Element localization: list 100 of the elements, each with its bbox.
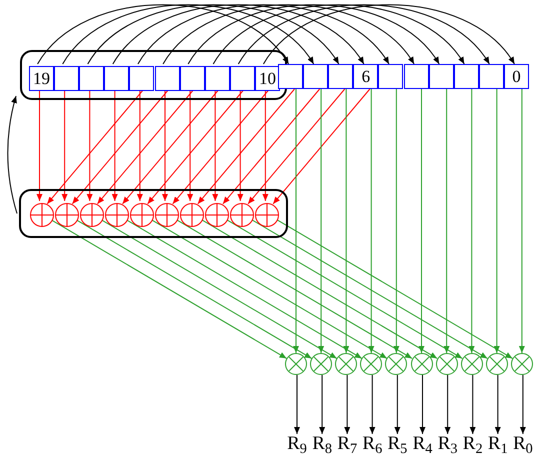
output-label-text: R$_{0}$: [512, 434, 533, 453]
arrow: [262, 88, 268, 202]
output-label-text: R$_{8}$: [312, 434, 332, 453]
arrow: [444, 88, 450, 354]
register-cell: [303, 64, 328, 89]
arrow: [237, 88, 244, 202]
output-label-text: R$_{2}$: [462, 434, 483, 453]
arrow: [112, 88, 118, 202]
register-cell: [278, 64, 304, 89]
output-label-text: R$_{6}$: [362, 434, 382, 453]
register-cell: [353, 64, 378, 89]
register-cell: [230, 66, 255, 91]
curved-arrow: [212, 4, 465, 64]
arrow: [250, 218, 488, 359]
multiplier-symbol: [360, 353, 382, 375]
rounded-frame: [19, 189, 288, 238]
arrow: [136, 88, 143, 202]
arrow: [494, 88, 500, 354]
register-cell: [454, 64, 479, 89]
output-label-text: R$_{3}$: [438, 434, 458, 453]
register-cell: [204, 66, 230, 91]
curved-arrow: [238, 4, 490, 64]
xor-symbol: [155, 203, 179, 227]
register-cell: [29, 66, 54, 91]
multiplier-symbol: [335, 353, 358, 375]
curved-arrow: [62, 4, 314, 64]
xor-symbol: [104, 203, 129, 227]
xor-symbol: [30, 203, 54, 227]
arrow: [248, 88, 346, 204]
arrow: [212, 88, 218, 202]
arrow: [147, 88, 245, 204]
multiplier-symbol: [510, 353, 533, 375]
multiplier-symbol: [410, 353, 432, 375]
arrow: [494, 374, 501, 434]
output-label-text: R$_{5}$: [387, 434, 408, 453]
arrow: [197, 88, 296, 204]
multiplier-symbol: [486, 353, 508, 375]
curved-arrow: [137, 4, 390, 64]
arrow: [72, 88, 170, 204]
arrow: [520, 374, 526, 434]
multiplier-symbol: [385, 353, 408, 375]
arrow: [222, 88, 320, 204]
arrow: [344, 374, 350, 434]
cell-number: 0: [512, 68, 521, 85]
xor-symbol: [54, 203, 79, 227]
register-cell: [54, 66, 80, 91]
arrow: [294, 374, 300, 434]
output-label-text: R$_{4}$: [412, 434, 432, 453]
register-cell: [404, 64, 429, 89]
arrow: [36, 88, 42, 202]
curved-arrow: [37, 4, 290, 64]
xor-symbol: [80, 203, 104, 227]
cell-number: 19: [33, 70, 50, 87]
curved-arrow: [188, 4, 440, 64]
curved-arrow: [87, 4, 340, 64]
cell-number: 10: [258, 70, 276, 87]
register-cell: [328, 64, 354, 89]
register-cell: [154, 66, 180, 91]
arrow: [293, 88, 299, 354]
arrow: [46, 88, 144, 204]
curved-arrow: [162, 4, 415, 64]
arrow: [187, 88, 194, 202]
register-cell: [104, 66, 130, 91]
arrow: [394, 374, 400, 434]
register-cell: [254, 66, 280, 91]
register-cell: [478, 64, 504, 89]
arrow: [444, 374, 451, 434]
register-cell: [378, 64, 404, 89]
register-cell: [129, 66, 154, 91]
xor-symbol: [130, 203, 154, 227]
curved-arrow: [112, 4, 364, 64]
xor-symbol: [230, 203, 254, 227]
arrow: [470, 374, 476, 434]
xor-symbol: [205, 203, 230, 227]
output-label-text: R$_{9}$: [287, 434, 307, 453]
xor-symbol: [180, 203, 204, 227]
arrow: [420, 374, 426, 434]
arrow: [518, 88, 525, 354]
multiplier-symbol: [310, 353, 332, 375]
output-label-text: R$_{7}$: [337, 434, 358, 453]
arrow: [468, 88, 475, 354]
arrow: [275, 218, 513, 359]
arrow: [162, 88, 168, 202]
register-cell: [79, 66, 104, 91]
multiplier-symbol: [436, 353, 458, 375]
arrow: [368, 88, 374, 354]
multiplier-symbol: [285, 353, 307, 375]
xor-symbol: [255, 203, 280, 227]
arrow: [393, 88, 400, 354]
arrow: [86, 88, 93, 202]
arrow: [272, 88, 370, 204]
arrow: [100, 218, 338, 359]
arrow: [122, 88, 220, 204]
register-cell: [428, 64, 454, 89]
arrow: [343, 88, 350, 354]
curved-arrow: [262, 4, 515, 64]
arrow: [62, 88, 68, 202]
arrow: [225, 218, 463, 359]
register-cell: [504, 64, 529, 89]
arrow: [319, 374, 326, 434]
